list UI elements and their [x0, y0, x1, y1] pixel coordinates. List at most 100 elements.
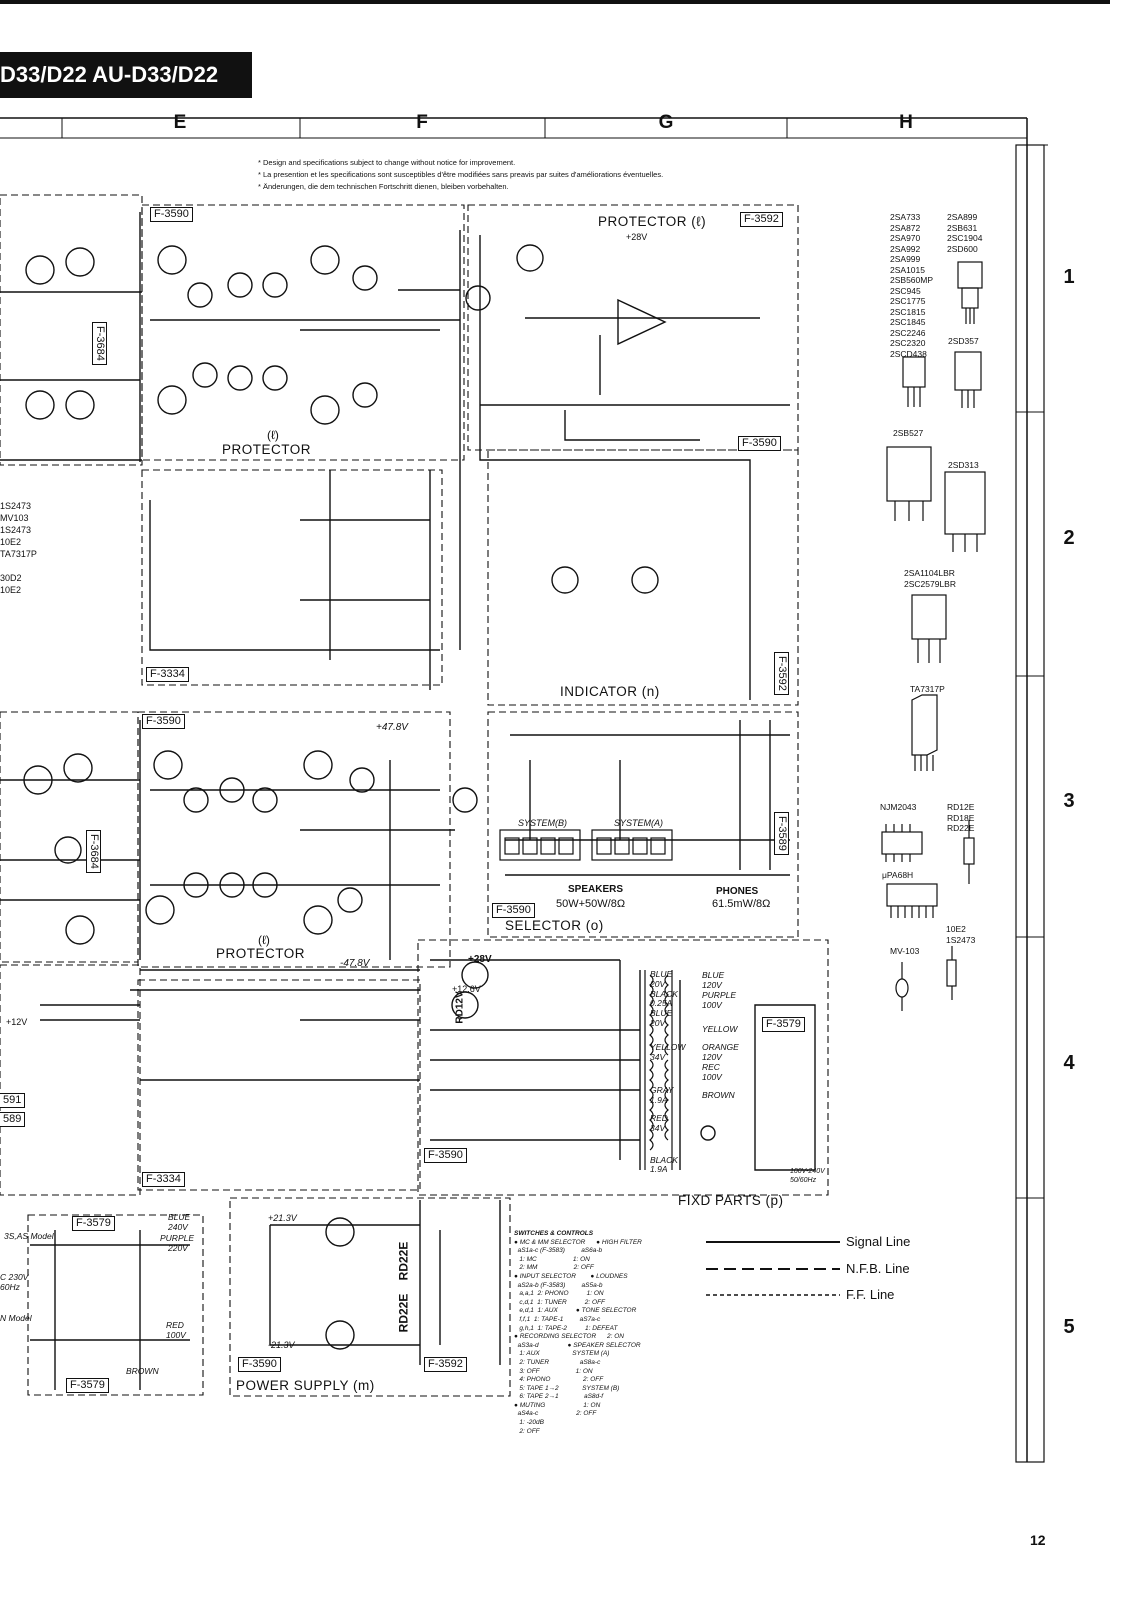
note-line: * La presention et les specifications so… [258, 170, 664, 179]
switch-line: ● RECORDING SELECTOR 2: ON [514, 1333, 624, 1341]
tap-label: BLACK [650, 1154, 678, 1165]
semi-part: 2SB631 [947, 222, 978, 233]
semi-part: 2SA733 [890, 212, 921, 222]
left-mains-c: C 230V [0, 1272, 29, 1282]
transformer-primary: BLUE 120V PURPLE 100V YELLOW ORANGE 120V… [702, 970, 739, 1100]
semi-part-rd: RD12E RD18E RD22E [947, 802, 974, 834]
tap-label: GRAY [650, 1085, 674, 1096]
part-label: 1S2473 [0, 525, 32, 535]
left-parts-list: 1S2473 MV103 1S2473 10E2 TA7317P 30D2 10… [0, 500, 37, 596]
block-protector-mid-l: (ℓ) [267, 428, 279, 442]
semi-list-col1: 2SA733 2SA872 2SA970 2SA992 2SA999 2SA10… [890, 212, 933, 359]
tap-label: 34V [650, 1122, 666, 1133]
tap-label: YELLOW [650, 1041, 686, 1052]
semi-part: 2SA999 [890, 254, 921, 264]
part-label: 30D2 [0, 573, 22, 583]
switch-line: ● MC & MM SELECTOR ● HIGH FILTER [514, 1238, 642, 1246]
semi-part: 2SA1104LBR [904, 568, 955, 578]
primary-label: 100V [702, 1072, 722, 1082]
board-ref: 589 [0, 1112, 26, 1127]
switch-line: 2: OFF [514, 1427, 540, 1435]
left-mains-blue: BLUE [168, 1212, 191, 1222]
phones-rating: 61.5mW/8Ω [712, 898, 771, 910]
model-tab: D33/D22 AU-D33/D22 [0, 52, 252, 98]
voltage-label: +47.8V [376, 722, 408, 733]
semi-part: 2SC1815 [890, 306, 926, 317]
switch-line: aS1a-c (F-3583) aS6a-b [514, 1247, 603, 1255]
block-fixd-parts: FIXD PARTS (p) [678, 1193, 784, 1208]
board-ref: F-3579 [72, 1216, 115, 1231]
semi-part-ta: TA7317P [910, 684, 945, 694]
mains-label: 100V-240V [790, 1168, 825, 1175]
switch-line: c,d,1 1: TUNER 2: OFF [514, 1298, 606, 1306]
switch-line: aS4a-c 2: OFF [514, 1410, 597, 1418]
primary-label: 120V [702, 980, 722, 990]
board-ref: F-3592 [424, 1357, 467, 1372]
block-protector-mid: PROTECTOR [222, 442, 312, 457]
board-ref: F-3684 [86, 830, 101, 873]
board-ref: F-3579 [66, 1378, 109, 1393]
board-ref: F-3592 [774, 652, 789, 695]
semi-part-sd313: 2SD313 [948, 460, 979, 470]
left-mains-brown: BROWN [126, 1366, 159, 1376]
semi-part: 2SC1845 [890, 317, 926, 327]
primary-label: 120V [702, 1052, 722, 1062]
voltage-label: -21.3V [268, 1340, 295, 1350]
primary-label: REC [702, 1062, 720, 1072]
tap-label: RED [650, 1112, 668, 1123]
column-label-h: H [899, 112, 913, 133]
semi-part: 2SD600 [947, 243, 978, 254]
left-mains-100: 100V [166, 1330, 186, 1340]
zener-label: RD22E [396, 1241, 411, 1281]
note-line: * Design and specifications subject to c… [258, 158, 516, 167]
voltage-label: +21.3V [268, 1213, 297, 1223]
semi-part: 10E2 [946, 924, 966, 934]
switch-line: 4: PHONO 2: OFF [514, 1376, 604, 1384]
semi-part-njm: NJM2043 [880, 802, 917, 812]
board-ref: F-3590 [738, 436, 781, 451]
switch-line: 6: TAPE 2→1 aS8d-f [514, 1393, 604, 1401]
board-ref: F-3589 [774, 812, 789, 855]
left-mains-220: 220V [168, 1243, 188, 1253]
row-label-3: 3 [1063, 790, 1075, 812]
zener-label: RD12V [454, 991, 466, 1024]
phones-label: PHONES [716, 886, 759, 897]
note-line: * Änderungen, die dem technischen Fortsc… [258, 182, 509, 191]
semi-part-sb527: 2SB527 [893, 428, 924, 438]
row-label-4: 4 [1063, 1052, 1075, 1074]
row-label-2: 2 [1063, 527, 1075, 549]
switch-line: g,h,1 1: TAPE-2 1: DEFEAT [514, 1324, 618, 1332]
tap-label: BLUE [650, 1008, 673, 1019]
semi-part: RD18E [947, 812, 975, 823]
switches-controls-table: SWITCHES & CONTROLS ● MC & MM SELECTOR ●… [514, 1230, 642, 1436]
speakers-rating: 50W+50W/8Ω [556, 898, 626, 910]
primary-label: BROWN [702, 1090, 735, 1100]
switch-line: 2: MM 2: OFF [514, 1264, 594, 1272]
switch-line: ● MUTING 1: ON [514, 1401, 601, 1409]
semi-part: 2SC1775 [890, 296, 926, 306]
primary-label: YELLOW [702, 1024, 738, 1034]
board-ref: F-3334 [146, 667, 189, 682]
legend-signal-line: Signal Line [846, 1234, 911, 1249]
voltage-label: +28V [468, 954, 492, 965]
top-border [0, 0, 1110, 4]
switch-line: f,f,1 1: TAPE-1 aS7a-c [514, 1315, 601, 1323]
switch-line: a,a,1 2: PHONO 1: ON [514, 1290, 604, 1298]
zener-label: RD22E [396, 1293, 411, 1333]
voltage-label: +28V [626, 232, 648, 242]
switch-line: 1: AUX SYSTEM (A) [514, 1350, 610, 1358]
page-number: 12 [1030, 1532, 1046, 1548]
legend-nfb-line: N.F.B. Line [846, 1261, 910, 1276]
block-selector: SELECTOR (o) [505, 918, 604, 933]
semi-part: 2SA970 [890, 233, 921, 243]
board-ref: F-3590 [492, 903, 535, 918]
tap-label: 34V [650, 1051, 666, 1062]
semi-part: 2SC2320 [890, 338, 926, 348]
primary-label: 100V [702, 1000, 722, 1010]
voltage-label: +12V [6, 1017, 28, 1027]
left-mains-n-model: N Model [0, 1313, 32, 1323]
system-a-label: SYSTEM(A) [614, 818, 664, 828]
part-label: MV103 [0, 513, 29, 523]
left-mains-red: RED [166, 1320, 184, 1330]
semi-part: 2SA872 [890, 222, 921, 233]
